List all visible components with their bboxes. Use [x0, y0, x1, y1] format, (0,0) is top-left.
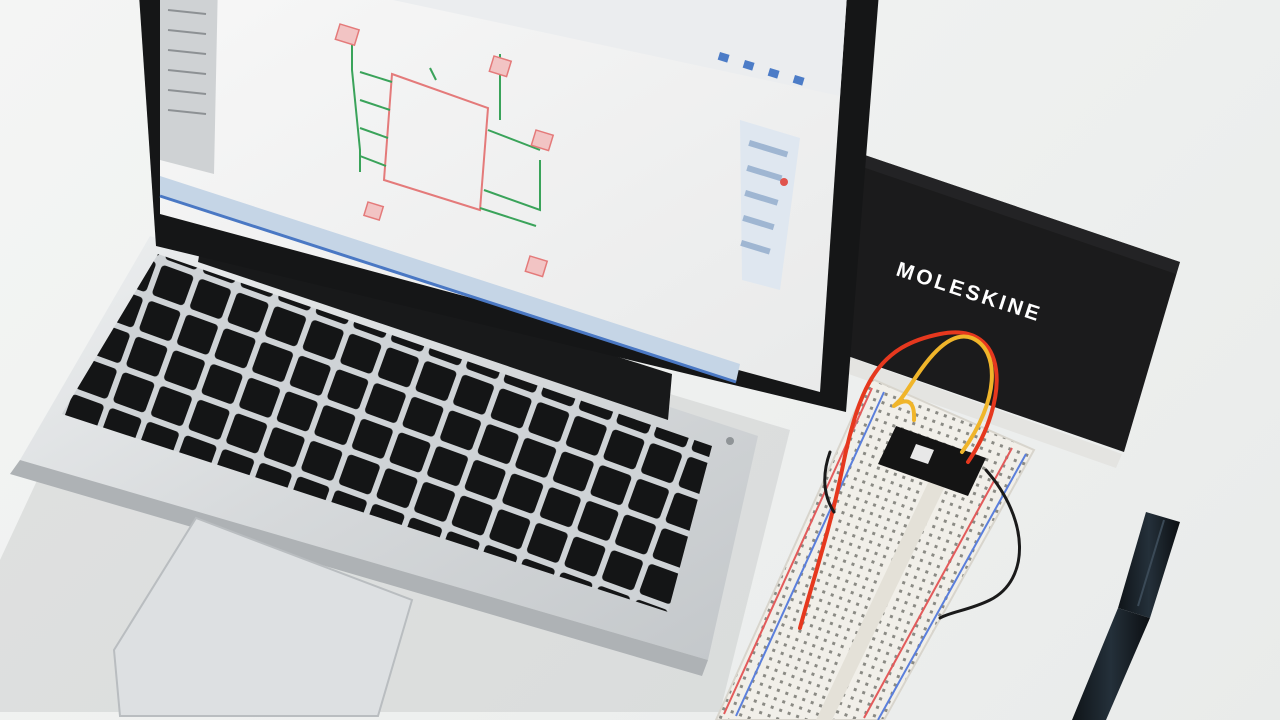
- notebook-page-edge: [786, 336, 1122, 468]
- pen: [1072, 512, 1180, 720]
- laptop-trackpad: [112, 516, 414, 717]
- wire-black: [938, 468, 1021, 620]
- chip-label: [910, 444, 934, 464]
- breadboard-chip-module: [878, 426, 986, 496]
- notebook-cover: [790, 150, 1180, 452]
- pen-cap: [1118, 512, 1180, 618]
- schematic-part: [488, 55, 513, 78]
- wire-black-2: [823, 450, 836, 514]
- pen-body: [1072, 608, 1150, 720]
- laptop: [0, 0, 879, 717]
- schematic-part: [524, 255, 549, 278]
- laptop-keyboard: [62, 254, 712, 612]
- camera-dot: [726, 437, 734, 445]
- app-status-bar: [160, 176, 740, 382]
- wire-yellow: [892, 334, 994, 454]
- app-left-panel: [160, 0, 218, 174]
- breadboard-rail-blue: [735, 391, 885, 717]
- breadboard: [714, 330, 1036, 720]
- wire-red: [798, 330, 999, 630]
- schematic-main-chip: [382, 72, 490, 212]
- jumper-wires: [798, 330, 1021, 630]
- schematic-part: [362, 201, 385, 222]
- laptop-screen: [159, 0, 847, 392]
- schematic-diagram: [334, 23, 555, 278]
- schematic-part: [334, 23, 361, 47]
- app-toolbar: [393, 0, 847, 96]
- schematic-part: [530, 129, 555, 152]
- moleskine-notebook: MOLESKINE: [786, 150, 1180, 468]
